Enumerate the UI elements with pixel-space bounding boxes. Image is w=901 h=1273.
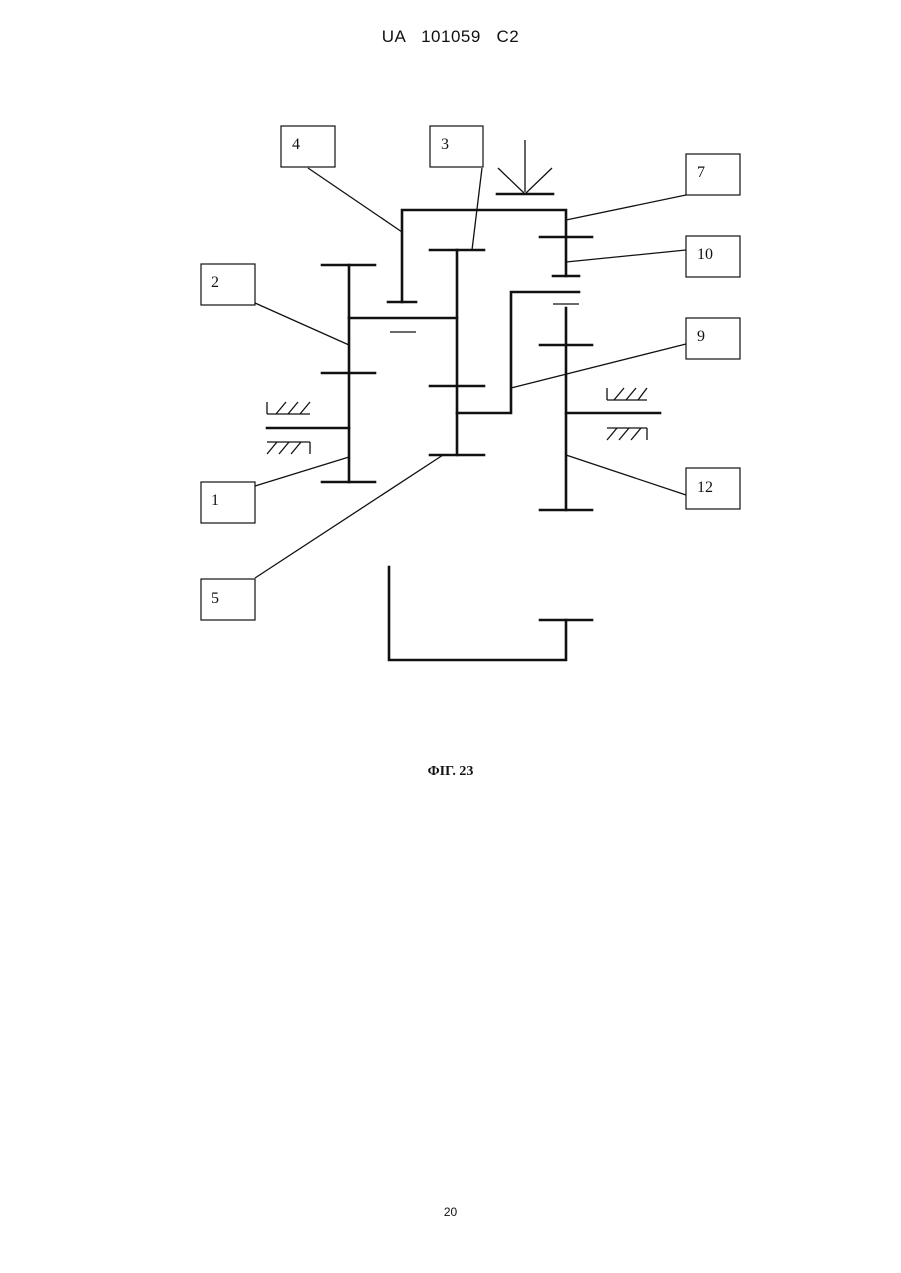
svg-text:5: 5 xyxy=(211,590,219,607)
svg-text:10: 10 xyxy=(697,246,713,263)
label-9: 9 xyxy=(686,318,740,359)
label-7: 7 xyxy=(686,154,740,195)
gear-right xyxy=(540,304,660,510)
svg-text:9: 9 xyxy=(697,328,705,345)
label-1: 1 xyxy=(201,482,255,523)
page-number: 20 xyxy=(0,1205,901,1219)
svg-text:7: 7 xyxy=(697,164,705,181)
label-10: 10 xyxy=(686,236,740,277)
carrier-frame xyxy=(388,210,592,332)
label-2: 2 xyxy=(201,264,255,305)
svg-text:2: 2 xyxy=(211,274,219,291)
label-5: 5 xyxy=(201,579,255,620)
figure-caption: ФІГ. 23 xyxy=(0,764,901,780)
svg-text:3: 3 xyxy=(441,136,449,153)
gear-middle xyxy=(430,250,579,455)
label-4: 4 xyxy=(281,126,335,167)
svg-text:4: 4 xyxy=(292,136,300,153)
label-12: 12 xyxy=(686,468,740,509)
leader-lines xyxy=(255,168,686,578)
input-arrow-icon xyxy=(497,140,553,194)
svg-text:1: 1 xyxy=(211,492,219,509)
svg-text:12: 12 xyxy=(697,479,713,496)
label-3: 3 xyxy=(430,126,483,167)
bottom-bracket xyxy=(389,567,592,660)
